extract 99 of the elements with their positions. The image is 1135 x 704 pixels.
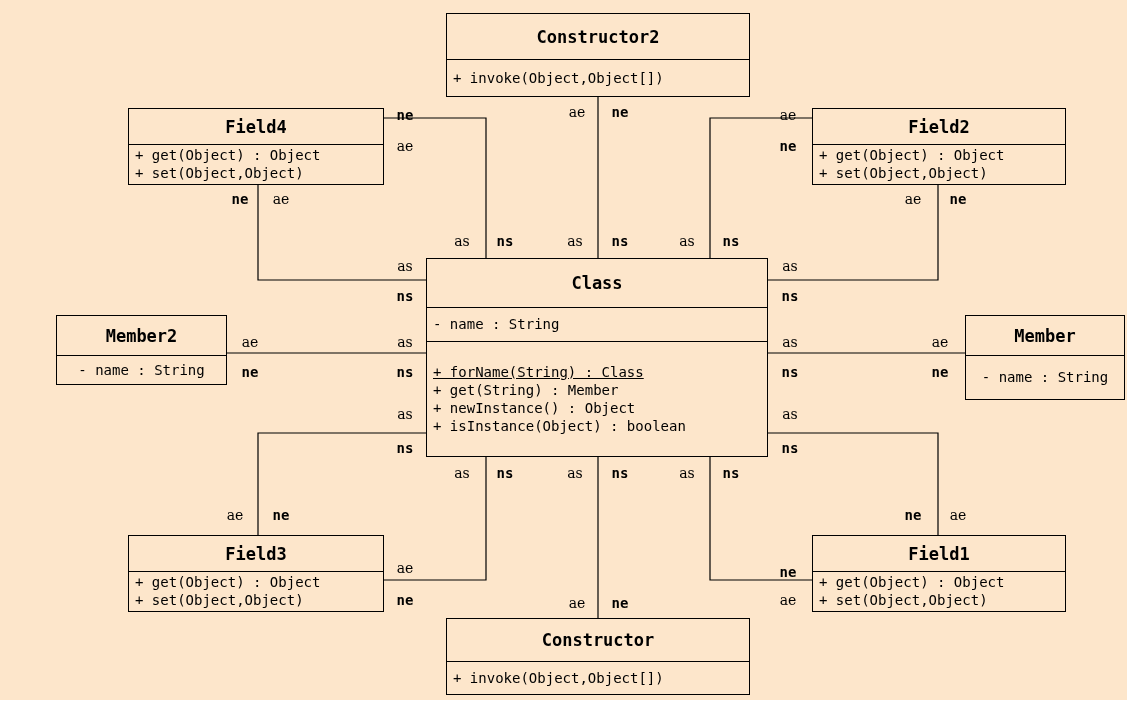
member-compartment [129, 144, 383, 184]
class-name: Class [571, 273, 623, 293]
role-label: ne [396, 107, 414, 123]
member-signature: + invoke(Object,Object[]) [453, 669, 664, 687]
role-label: ns [396, 288, 414, 304]
role-label: as [567, 233, 583, 249]
role-label: ae [226, 507, 244, 523]
member-signature: - name : String [981, 369, 1109, 386]
member-signature: - name : String [78, 361, 205, 379]
member-signature: + get(Object) : Object [819, 147, 1005, 164]
role-label: ae [396, 138, 414, 154]
role-label: ne [949, 191, 967, 207]
association-line [383, 117, 487, 259]
role-label: ae [396, 560, 414, 576]
class-name: Field1 [908, 543, 970, 564]
member-signature: + get(Object) : Object [135, 574, 321, 591]
role-label: ns [781, 288, 799, 304]
role-label: ae [568, 104, 586, 120]
role-label: ne [904, 507, 922, 523]
role-label: ne [231, 191, 249, 207]
class-name: Constructor2 [536, 26, 660, 47]
class-box [965, 315, 1125, 400]
role-label: ae [779, 107, 797, 123]
role-label: ne [396, 592, 414, 608]
member-signature: - name : String [433, 316, 560, 333]
class-box [812, 535, 1066, 612]
member-signature: + get(Object) : Object [819, 574, 1005, 591]
role-label: ne [241, 364, 259, 380]
role-label: ae [949, 507, 967, 523]
role-label: as [397, 334, 413, 350]
role-label: as [782, 406, 798, 422]
association-line [383, 456, 487, 581]
role-label: ns [781, 440, 799, 456]
role-label: ns [722, 233, 740, 249]
class-name: Constructor [541, 630, 655, 650]
member-compartment [813, 571, 1065, 611]
role-label: as [782, 334, 798, 350]
role-label: ne [779, 138, 797, 154]
role-label: ns [496, 465, 514, 481]
role-label: ns [396, 364, 414, 380]
role-label: as [679, 233, 695, 249]
role-label: ne [611, 104, 629, 120]
role-label: ae [272, 191, 290, 207]
role-label: ns [396, 440, 414, 456]
class-box [446, 13, 750, 97]
association-line [597, 456, 599, 619]
class-name: Field3 [225, 543, 287, 564]
class-box [812, 108, 1066, 185]
role-label: ns [496, 233, 514, 249]
association-line [709, 117, 813, 259]
member-compartment [129, 571, 383, 611]
class-name: Member2 [105, 325, 178, 346]
member-signature: + get(Object) : Object [135, 147, 321, 164]
class-box [56, 315, 227, 385]
member-signature: + set(Object,Object) [135, 592, 304, 609]
class-box [426, 258, 768, 457]
association-line [767, 184, 939, 281]
association-line [597, 96, 599, 259]
role-label: as [782, 258, 798, 274]
class-box [128, 535, 384, 612]
member-signature: + forName(String) : Class [433, 363, 644, 381]
role-label: ne [272, 507, 290, 523]
role-label: as [679, 465, 695, 481]
member-signature: + isInstance(Object) : boolean [433, 417, 686, 435]
role-label: ne [779, 564, 797, 580]
role-label: ae [931, 334, 949, 350]
class-name: Field4 [225, 116, 287, 137]
role-label: ae [568, 595, 586, 611]
role-label: as [397, 258, 413, 274]
role-label: ne [931, 364, 949, 380]
member-signature: + set(Object,Object) [819, 592, 988, 609]
member-signature: + newInstance() : Object [433, 399, 636, 417]
role-label: as [397, 406, 413, 422]
role-label: as [454, 465, 470, 481]
association-line [226, 352, 427, 354]
role-label: ns [611, 233, 629, 249]
association-line [767, 432, 939, 536]
role-label: ae [779, 592, 797, 608]
class-box [446, 618, 750, 695]
member-signature: + set(Object,Object) [135, 165, 304, 182]
role-label: ae [241, 334, 259, 350]
association-line [257, 432, 427, 536]
member-signature: + invoke(Object,Object[]) [453, 69, 664, 87]
class-box [128, 108, 384, 185]
role-label: ne [611, 595, 629, 611]
role-label: ae [904, 191, 922, 207]
association-line [767, 352, 966, 354]
class-name: Field2 [908, 116, 970, 137]
role-label: as [454, 233, 470, 249]
role-label: ns [781, 364, 799, 380]
role-label: ns [611, 465, 629, 481]
member-compartment [813, 144, 1065, 184]
member-signature: + set(Object,Object) [819, 165, 988, 182]
association-line [257, 184, 427, 281]
role-label: as [567, 465, 583, 481]
association-line [709, 456, 813, 581]
class-name: Member [1014, 325, 1076, 346]
member-signature: + get(String) : Member [433, 381, 619, 399]
role-label: ns [722, 465, 740, 481]
